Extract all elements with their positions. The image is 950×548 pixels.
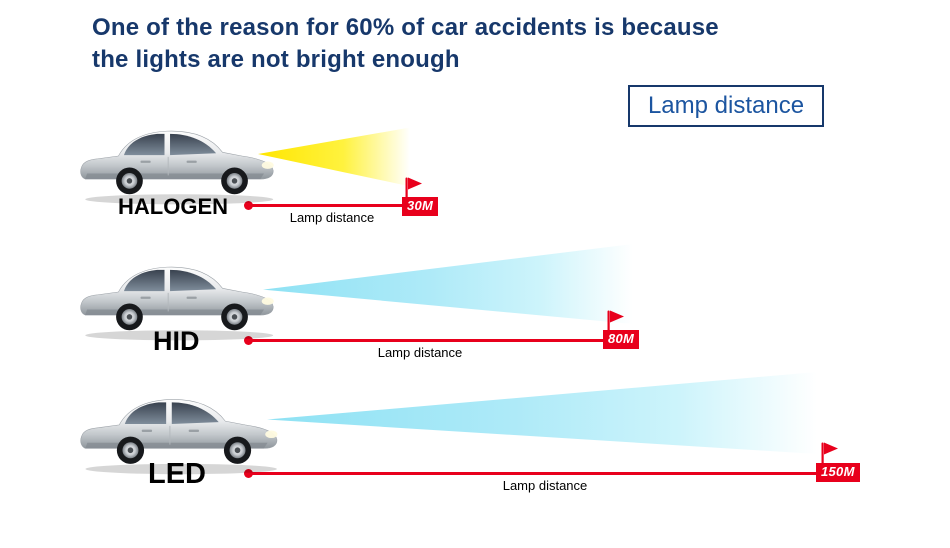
distance-badge-led: 150M <box>816 463 860 482</box>
measure-line-hid <box>244 336 634 345</box>
lamp-distance-label-led: Lamp distance <box>502 478 588 493</box>
hid-beam <box>263 244 633 324</box>
distance-badge-halogen: 30M <box>402 197 439 216</box>
row-label-hid: HID <box>153 326 200 356</box>
lamp-distance-label-halogen: Lamp distance <box>289 210 375 225</box>
headline-line1: One of the reason for 60% of car acciden… <box>92 14 719 41</box>
led-beam <box>267 372 817 454</box>
row-label-led: LED <box>148 458 206 490</box>
headline: One of the reason for 60% of car acciden… <box>92 12 719 76</box>
lamp-distance-legend-label: Lamp distance <box>647 92 805 119</box>
row-label-halogen: HALOGEN <box>118 194 228 219</box>
lamp-distance-legend-box: Lamp distance <box>628 85 824 127</box>
distance-badge-hid: 80M <box>603 330 640 349</box>
lamp-distance-label-hid: Lamp distance <box>377 345 463 360</box>
measure-line-led <box>244 469 850 478</box>
headline-line2: the lights are not bright enough <box>92 46 460 73</box>
